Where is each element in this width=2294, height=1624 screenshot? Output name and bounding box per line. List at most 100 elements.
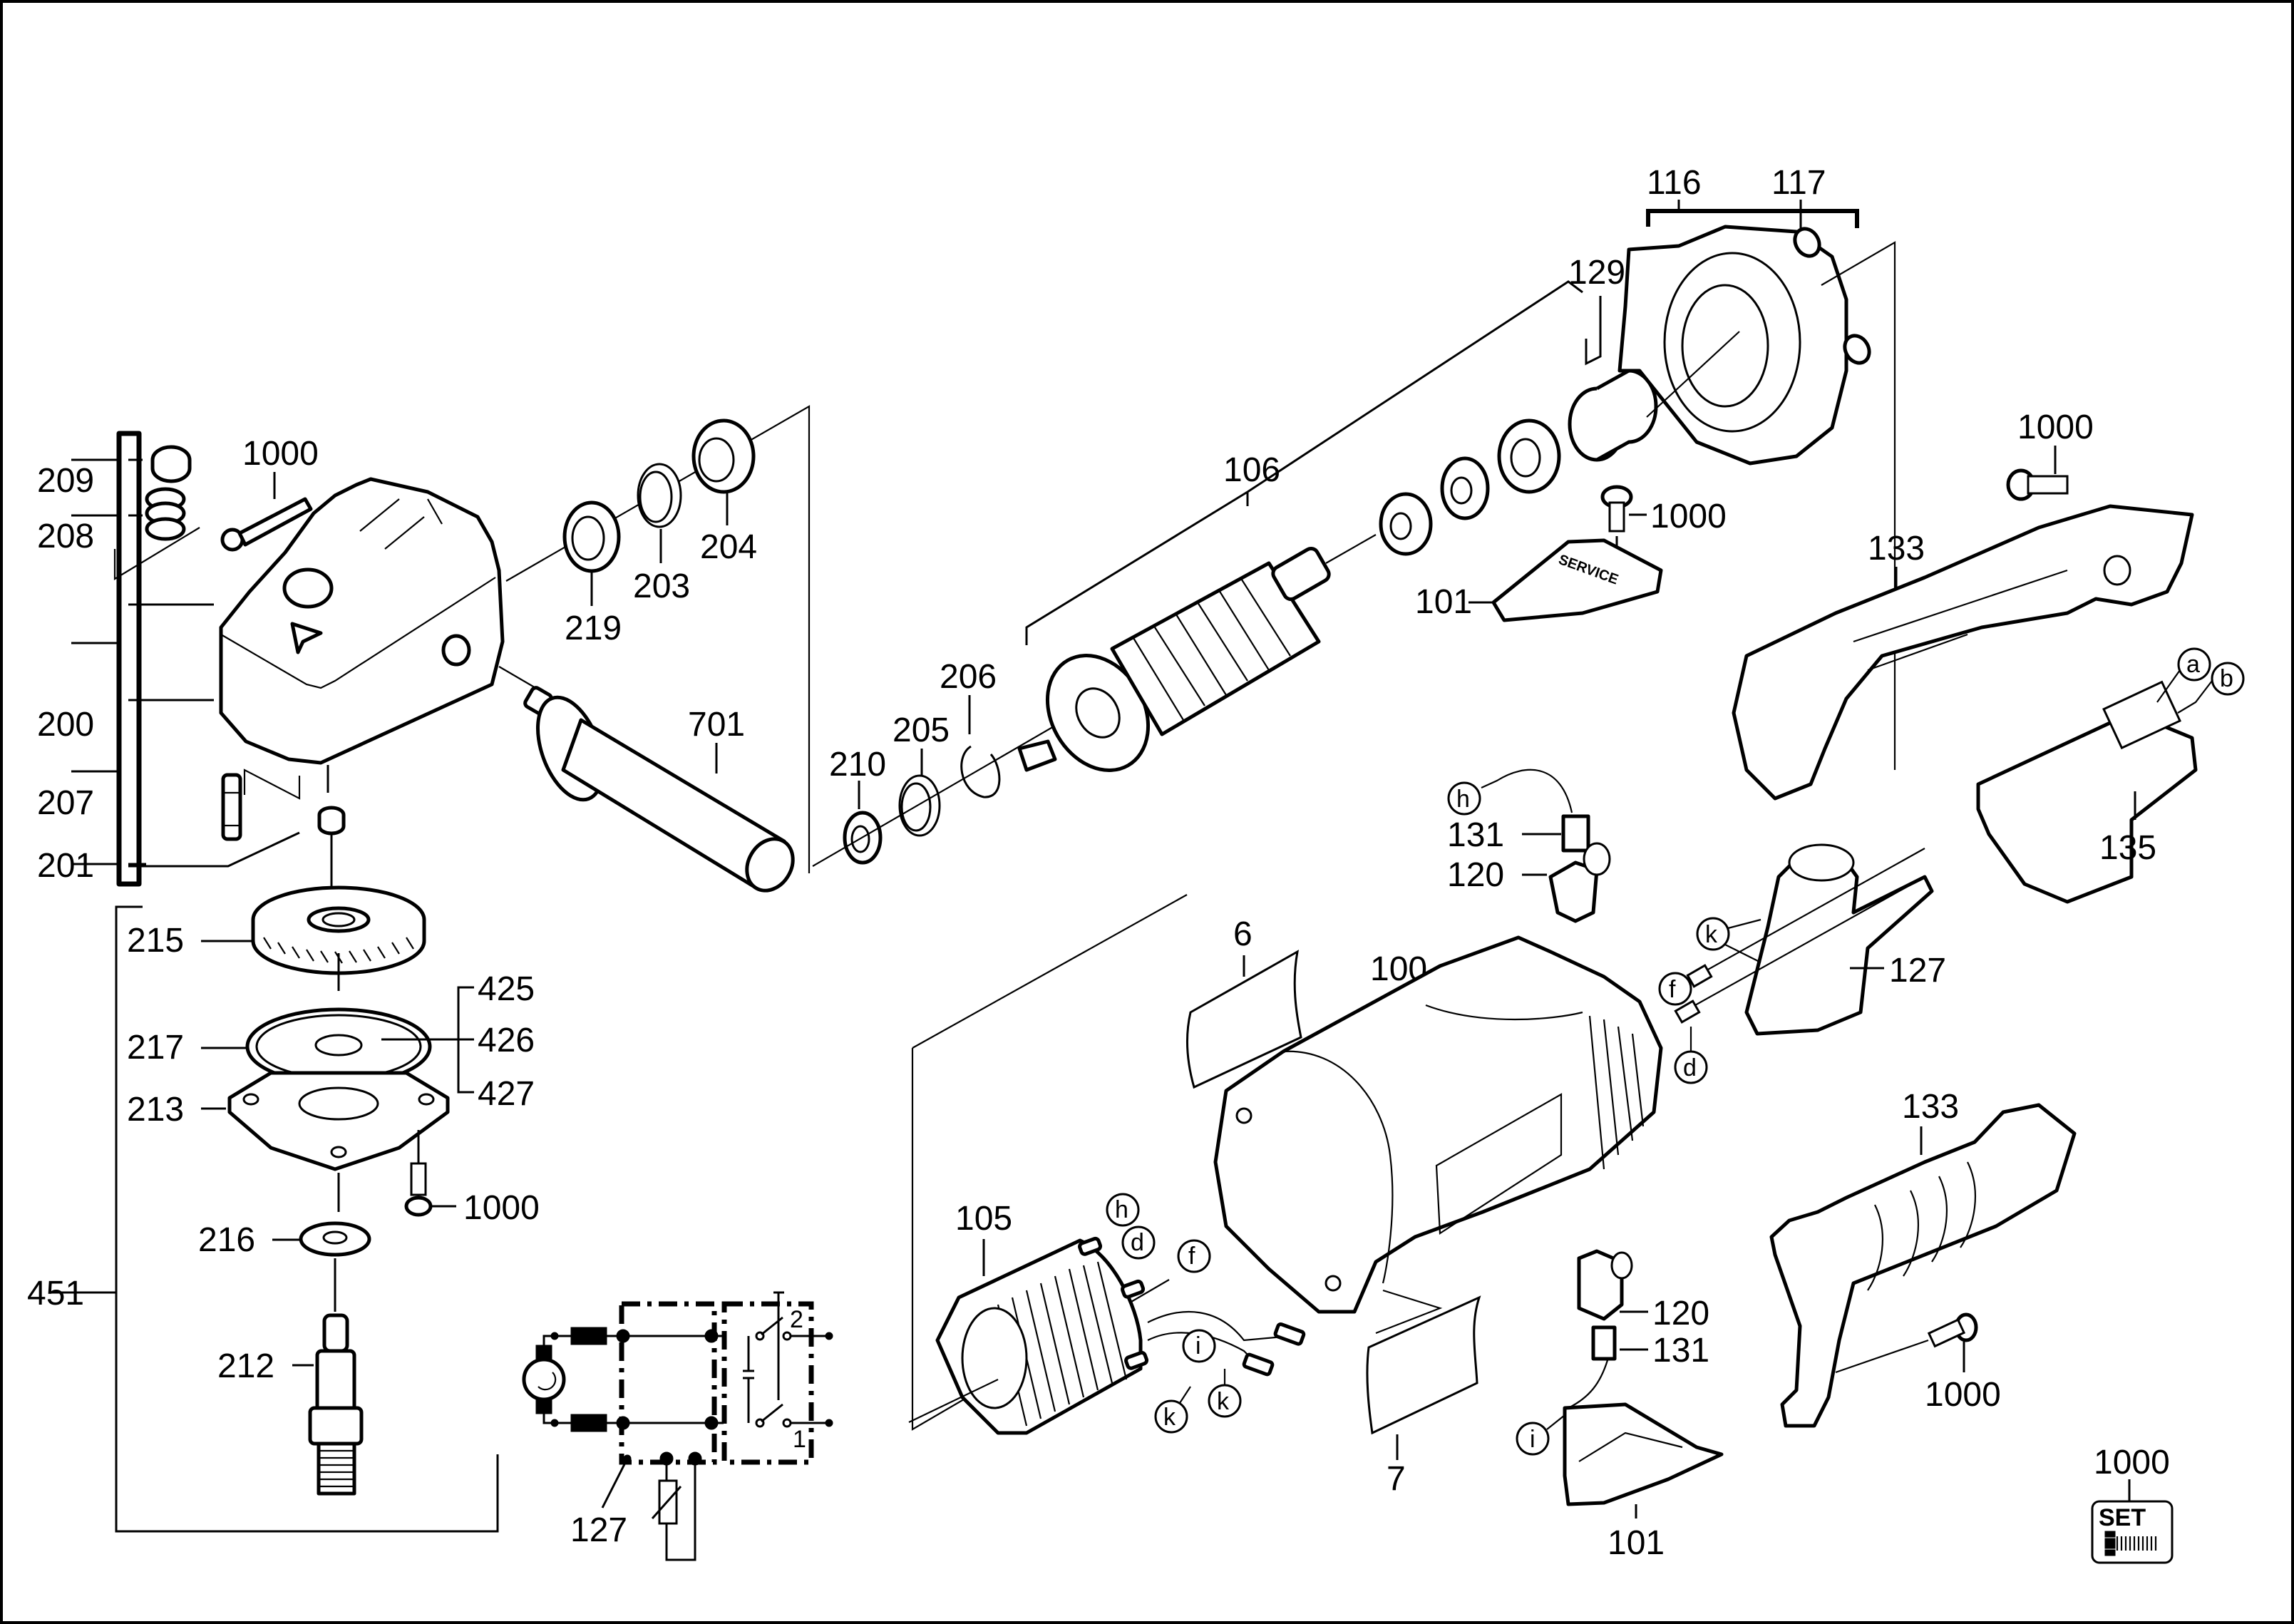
label-205: 205: [893, 711, 950, 749]
switch-135: [1976, 711, 2198, 904]
fan-baffle-group: 116 117: [1617, 164, 1896, 770]
bearing-front: [1379, 492, 1433, 556]
wire-tag-f-stator-text: f: [1188, 1243, 1195, 1270]
label-133-top: 133: [1868, 530, 1925, 567]
wire-tag-i-stator-text: i: [1195, 1332, 1201, 1360]
wire-tag-i-bottom-text: i: [1530, 1426, 1536, 1453]
wire-tag-d-stator-text: d: [1131, 1229, 1144, 1256]
wire-tag-k-stator-1: [1154, 1399, 1188, 1434]
ring-205: [898, 774, 941, 837]
circuit-schematic: 2 1 127: [522, 1291, 833, 1561]
label-200: 200: [37, 706, 94, 744]
screw-1000-flange: [404, 1162, 433, 1217]
label-101-bottom: 101: [1608, 1524, 1665, 1562]
brush-cap-101-bottom: [1563, 1402, 1724, 1506]
wire-tag-a-text: a: [2186, 651, 2200, 678]
brush-holder-top-group: h 131 120: [1447, 769, 1611, 923]
label-sticker-7: [1366, 1295, 1481, 1435]
label-129: 129: [1568, 254, 1625, 292]
wire-tag-b: [2211, 662, 2245, 696]
label-1000-brush-cap-screw: 1000: [1650, 498, 1727, 535]
label-426: 426: [478, 1022, 535, 1059]
flange-213: [227, 1071, 450, 1171]
bearing-mid: [1440, 456, 1490, 520]
stator-group: 105 h d f i k k: [908, 1193, 1306, 1435]
label-210: 210: [829, 746, 886, 783]
label-451: 451: [27, 1275, 84, 1312]
label-427: 427: [478, 1075, 535, 1113]
armature-106: [1017, 534, 1377, 772]
pin-207: [221, 773, 242, 841]
label-131-top: 131: [1447, 816, 1504, 854]
carbon-brush-131-bottom: [1591, 1325, 1617, 1361]
motor-housing-group: 6 100 7: [911, 894, 1663, 1498]
label-6: 6: [1233, 915, 1253, 953]
circlip-206: [960, 745, 1001, 798]
carbon-brush-131-top: [1561, 814, 1590, 853]
label-106: 106: [1223, 451, 1280, 489]
handle-half-133-top: [1732, 504, 2194, 801]
handle-half-133-bottom: [1769, 1103, 2077, 1428]
screw-1000-cover: [220, 497, 313, 552]
label-215: 215: [127, 922, 184, 960]
brush-cap-top-group: 1000 SERVICE 101: [1415, 485, 1727, 622]
wire-tag-k-stator-1-text: k: [1163, 1404, 1176, 1431]
wire-tag-h-top: [1447, 781, 1481, 816]
switch-pos-2: 2: [790, 1306, 803, 1333]
label-212: 212: [217, 1347, 274, 1385]
pin-117-a: [1793, 227, 1821, 258]
electronic-module-group: 127 k f d: [1658, 843, 1946, 1084]
ring-203: [637, 463, 682, 528]
wire-tag-k-switch: [1696, 917, 1730, 951]
label-216: 216: [198, 1221, 255, 1259]
brush-holder-bottom-group: 120 131 i 101: [1516, 1249, 1724, 1562]
label-1000-handle-bottom: 1000: [1925, 1376, 2001, 1414]
bearing-204: [691, 418, 756, 494]
bearing-rear: [1497, 418, 1561, 494]
bevel-gear-215: [251, 885, 426, 975]
screw-1000-handle-top: [2006, 468, 2069, 501]
wire-tag-h-stator-text: h: [1115, 1196, 1128, 1223]
label-204: 204: [700, 528, 757, 566]
label-101-top: 101: [1415, 583, 1472, 621]
terminal-k-2: [1242, 1352, 1275, 1377]
screw-1000-handle-bottom: [1927, 1312, 1978, 1348]
choke-upper: [570, 1327, 607, 1345]
wire-tag-f-switch-text: f: [1669, 976, 1676, 1003]
label-1000-set: 1000: [2094, 1444, 2170, 1481]
label-131-bottom: 131: [1652, 1332, 1709, 1369]
gear-head-group: 209 208 200 207 201 1000: [37, 431, 505, 927]
wire-tag-k-stator-2-text: k: [1217, 1388, 1230, 1415]
switch-pos-1: 1: [793, 1426, 806, 1453]
switch-box: [721, 1301, 814, 1465]
motor-symbol-icon: [522, 1357, 566, 1402]
spindle-assembly-group: 451 215 217 213 425 426 427: [27, 885, 540, 1533]
set-badge-text: SET: [2099, 1504, 2146, 1531]
label-7: 7: [1387, 1460, 1406, 1498]
label-133-bottom: 133: [1902, 1088, 1959, 1126]
label-1000-handle-top: 1000: [2017, 408, 2094, 446]
label-217: 217: [127, 1029, 184, 1067]
label-120-top: 120: [1447, 856, 1504, 894]
wire-tag-d-stator: [1121, 1225, 1156, 1260]
gear-housing-200: [219, 477, 505, 765]
label-127-schematic: 127: [570, 1511, 627, 1549]
label-105: 105: [955, 1200, 1012, 1238]
label-117: 117: [1771, 164, 1826, 202]
handle-top-group: 1000 133 135 a b: [1732, 408, 2245, 904]
label-120-bottom: 120: [1652, 1295, 1709, 1332]
label-219: 219: [565, 610, 622, 647]
label-1000-cover-screw: 1000: [242, 435, 319, 473]
brush-cap-101-top: [1491, 538, 1663, 622]
terminal-k-1: [1273, 1322, 1306, 1346]
wire-tag-f-switch: [1658, 972, 1692, 1006]
label-135: 135: [2099, 829, 2156, 867]
label-201: 201: [37, 847, 94, 885]
rotation-arrow-icon: [538, 1372, 557, 1391]
arrow-mark-icon: [290, 622, 323, 654]
bushing-201: [317, 806, 346, 836]
bearing-219: [562, 500, 621, 573]
screw-set-badge: 1000 SET: [2091, 1444, 2174, 1564]
label-116: 116: [1647, 164, 1702, 202]
wire-tag-a: [2177, 647, 2211, 682]
